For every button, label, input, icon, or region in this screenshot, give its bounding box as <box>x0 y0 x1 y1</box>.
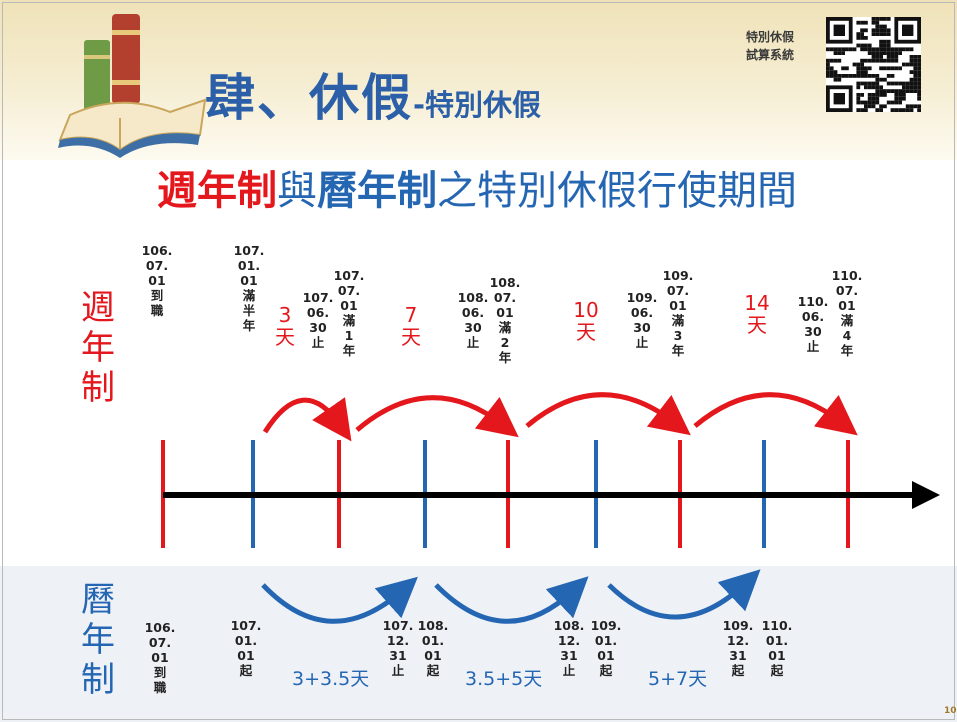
calendar-days: 5+7天 <box>648 668 708 690</box>
calendar-year-band <box>0 566 957 722</box>
title-main: 肆、休假 <box>205 69 413 127</box>
anniversary-date-label: 106. 07. 01 到 職 <box>141 243 173 318</box>
page-number: 10 <box>944 706 957 716</box>
calendar-date-label: 107. 12. 31 止 <box>382 618 414 678</box>
anniversary-days: 3 天 <box>275 303 295 349</box>
book-band <box>112 80 140 85</box>
calendar-date-label: 110. 01. 01 起 <box>761 618 793 678</box>
anniversary-date-label: 107. 06. 30 止 <box>302 290 334 350</box>
open-book-cover <box>58 133 200 158</box>
calendar-label: 曆 年 制 <box>81 580 115 700</box>
anniversary-arc <box>693 392 858 436</box>
calendar-arc <box>434 576 589 624</box>
anniversary-date-label: 110. 07. 01 滿 4 年 <box>831 268 863 358</box>
anniversary-date-label: 109. 07. 01 滿 3 年 <box>662 268 694 358</box>
subtitle-anniversary: 週年制 <box>157 168 277 214</box>
book-band <box>84 55 110 59</box>
anniversary-date-label: 109. 06. 30 止 <box>626 290 658 350</box>
anniversary-date-label: 107. 07. 01 滿 1 年 <box>333 268 365 358</box>
anniversary-arcs <box>262 392 858 442</box>
calendar-date-label: 108. 01. 01 起 <box>417 618 449 678</box>
anniversary-days: 7 天 <box>401 303 421 349</box>
anniversary-date-label: 108. 07. 01 滿 2 年 <box>489 275 521 365</box>
timeline-arrowhead <box>912 481 940 509</box>
anniversary-arc <box>355 395 519 438</box>
anniversary-date-label: 108. 06. 30 止 <box>457 290 489 350</box>
calendar-date-label: 106. 07. 01 到 職 <box>144 620 176 695</box>
anniversary-arc <box>262 397 352 442</box>
qr-code[interactable] <box>826 17 921 112</box>
calendar-arcs <box>261 569 761 624</box>
calendar-arc <box>607 569 761 620</box>
title-sub: -特別休假 <box>413 88 542 122</box>
qr-caption: 特別休假 試算系統 <box>745 30 794 62</box>
calendar-days: 3.5+5天 <box>465 668 543 690</box>
page-title: 肆、休假-特別休假 <box>205 58 541 130</box>
calendar-date-label: 109. 12. 31 起 <box>722 618 754 678</box>
anniversary-date-label: 107. 01. 01 滿 半 年 <box>233 243 265 333</box>
anniversary-arc <box>525 392 691 436</box>
subtitle-calendar: 曆年制 <box>317 168 437 214</box>
books-illustration <box>58 14 207 158</box>
calendar-days: 3+3.5天 <box>292 668 370 690</box>
subtitle: 週年制與曆年制之特別休假行使期間 <box>157 158 797 216</box>
calendar-date-label: 108. 12. 31 止 <box>553 618 585 678</box>
anniversary-label: 週 年 制 <box>81 288 115 408</box>
anniversary-days: 14 天 <box>744 291 770 337</box>
calendar-arc <box>261 576 418 624</box>
anniversary-date-label: 110. 06. 30 止 <box>797 294 829 354</box>
anniversary-days: 10 天 <box>573 298 599 344</box>
book-band <box>112 30 140 35</box>
subtitle-rest: 之特別休假行使期間 <box>437 168 797 214</box>
subtitle-and: 與 <box>277 168 317 214</box>
calendar-date-label: 109. 01. 01 起 <box>590 618 622 678</box>
calendar-date-label: 107. 01. 01 起 <box>230 618 262 678</box>
